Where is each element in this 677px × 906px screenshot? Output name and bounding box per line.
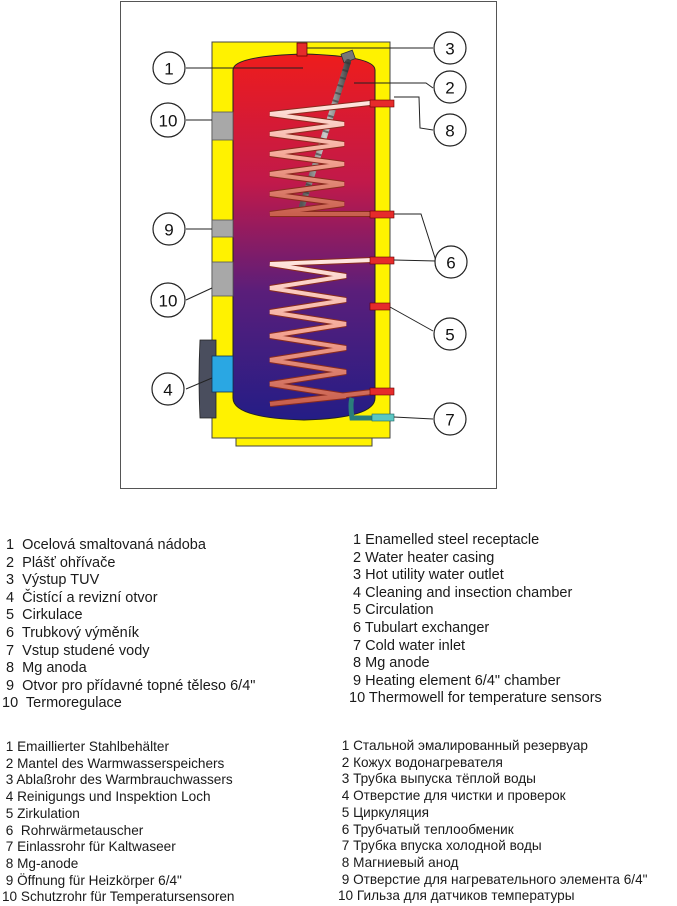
legend-item: 8 Mg-anode <box>2 855 79 871</box>
inspection-opening <box>211 355 234 393</box>
coil-upper-outlet <box>369 210 395 219</box>
legend-item: 10 Termoregulace <box>2 695 122 712</box>
callout-4: 4 <box>151 372 185 406</box>
upper-coil <box>269 100 375 217</box>
coil-upper-inlet <box>369 99 395 108</box>
legend-item: 2 Кожух водонагревателя <box>338 754 503 770</box>
svg-text:5: 5 <box>445 326 454 345</box>
legend-item: 9 Otvor pro přídavné topné těleso 6/4" <box>2 677 256 694</box>
legend-item: 6 Tubulart exchanger <box>349 619 490 636</box>
callout-1: 1 <box>152 51 186 85</box>
svg-text:8: 8 <box>445 122 454 141</box>
lower-coil <box>269 257 375 407</box>
legend-item: 9 Heating element 6/4" chamber <box>349 672 561 689</box>
legend-item: 7 Einlassrohr für Kaltwaseer <box>2 839 176 855</box>
callout-6: 6 <box>434 245 468 279</box>
legend-item: 4 Cleaning and insection chamber <box>349 584 573 601</box>
callout-9: 9 <box>152 212 186 246</box>
svg-text:9: 9 <box>164 221 173 240</box>
coil-lower-inlet <box>369 256 395 265</box>
legend-item: 10 Гильза для датчиков температуры <box>338 888 575 904</box>
callout-7: 7 <box>433 402 467 436</box>
legend-item: 4 Отверстие для чистки и проверок <box>338 788 566 804</box>
legend-item: 10 Thermowell for temperature sensors <box>349 690 602 707</box>
callout-3: 3 <box>433 31 467 65</box>
legend-item: 3 Výstup TUV <box>2 572 100 589</box>
svg-text:7: 7 <box>445 411 454 430</box>
legend-item: 8 Магниевый анод <box>338 854 459 870</box>
legend-item: 8 Mg anode <box>349 655 430 672</box>
svg-text:10: 10 <box>159 292 178 311</box>
legend-item: 7 Vstup studené vody <box>2 642 150 659</box>
svg-text:2: 2 <box>445 79 454 98</box>
thermowell-lower <box>211 261 234 297</box>
thermowell-upper <box>211 111 234 141</box>
callout-10-upper: 10 <box>150 102 186 138</box>
legend-item: 8 Mg anoda <box>2 660 87 677</box>
legend-item: 4 Čistící a revizní otvor <box>2 589 158 606</box>
legend-item: 5 Cirkulace <box>2 607 83 624</box>
legend-item: 4 Reinigungs und Inspektion Loch <box>2 789 211 805</box>
legend-german: 1 Emaillierter Stahlbehälter 2 Mantel de… <box>2 739 234 906</box>
legend-item: 7 Cold water inlet <box>349 637 466 654</box>
svg-text:4: 4 <box>163 381 172 400</box>
coil-lower-outlet <box>369 387 395 396</box>
legend-item: 3 Трубка выпуска тёплой воды <box>338 771 536 787</box>
callout-5: 5 <box>433 317 467 351</box>
legend-english: 1 Enamelled steel receptacle 2 Water hea… <box>349 532 602 708</box>
hot-water-outlet <box>296 42 308 57</box>
legend-item: 1 Ocelová smaltovaná nádoba <box>2 537 206 553</box>
legend-item: 7 Трубка впуска холодной воды <box>338 838 542 854</box>
legend-item: 5 Circulation <box>349 602 434 619</box>
legend-item: 2 Plášť ohřívače <box>2 554 116 571</box>
heating-element-chamber <box>211 219 234 238</box>
legend-item: 9 Öffnung für Heizkörper 6/4" <box>2 872 182 888</box>
leader-lines <box>185 47 437 420</box>
callout-8: 8 <box>433 113 467 147</box>
svg-text:1: 1 <box>164 60 173 79</box>
callout-10-lower: 10 <box>150 282 186 318</box>
legend-item: 1 Enamelled steel receptacle <box>349 532 540 548</box>
legend-item: 6 Trubkový výměník <box>2 624 139 641</box>
svg-text:6: 6 <box>446 254 455 273</box>
legend-item: 5 Zirkulation <box>2 805 80 821</box>
legend-russian: 1 Стальной эмалированный резервуар 2 Кож… <box>338 738 647 905</box>
cold-water-inlet <box>371 413 395 422</box>
legend-item: 10 Schutzrohr für Temperatursensoren <box>2 889 235 905</box>
legend-czech: 1 Ocelová smaltovaná nádoba 2 Plášť ohří… <box>2 537 255 713</box>
legend-item: 6 Трубчатый теплообменик <box>338 821 514 837</box>
legend-item: 5 Циркуляция <box>338 804 429 820</box>
legend-item: 2 Water heater casing <box>349 549 495 566</box>
water-heater-diagram: 1 3 2 8 10 9 6 10 5 4 7 <box>150 31 468 447</box>
legend-item: 1 Стальной эмалированный резервуар <box>338 738 588 753</box>
legend-item: 1 Emaillierter Stahlbehälter <box>2 739 169 754</box>
callout-2: 2 <box>433 70 467 104</box>
legend-item: 2 Mantel des Warmwasserspeichers <box>2 755 225 771</box>
casing-base <box>235 437 373 447</box>
legend-item: 9 Отверстие для нагревательного элемента… <box>338 871 648 887</box>
legend-item: 3 Ablaßrohr des Warmbrauchwassers <box>2 772 233 788</box>
legend-item: 3 Hot utility water outlet <box>349 567 504 584</box>
svg-text:3: 3 <box>445 40 454 59</box>
legend-item: 6 Rohrwärmetauscher <box>2 822 144 838</box>
circulation-port <box>369 302 391 311</box>
svg-text:10: 10 <box>159 112 178 131</box>
cold-water-pipe <box>348 397 372 421</box>
